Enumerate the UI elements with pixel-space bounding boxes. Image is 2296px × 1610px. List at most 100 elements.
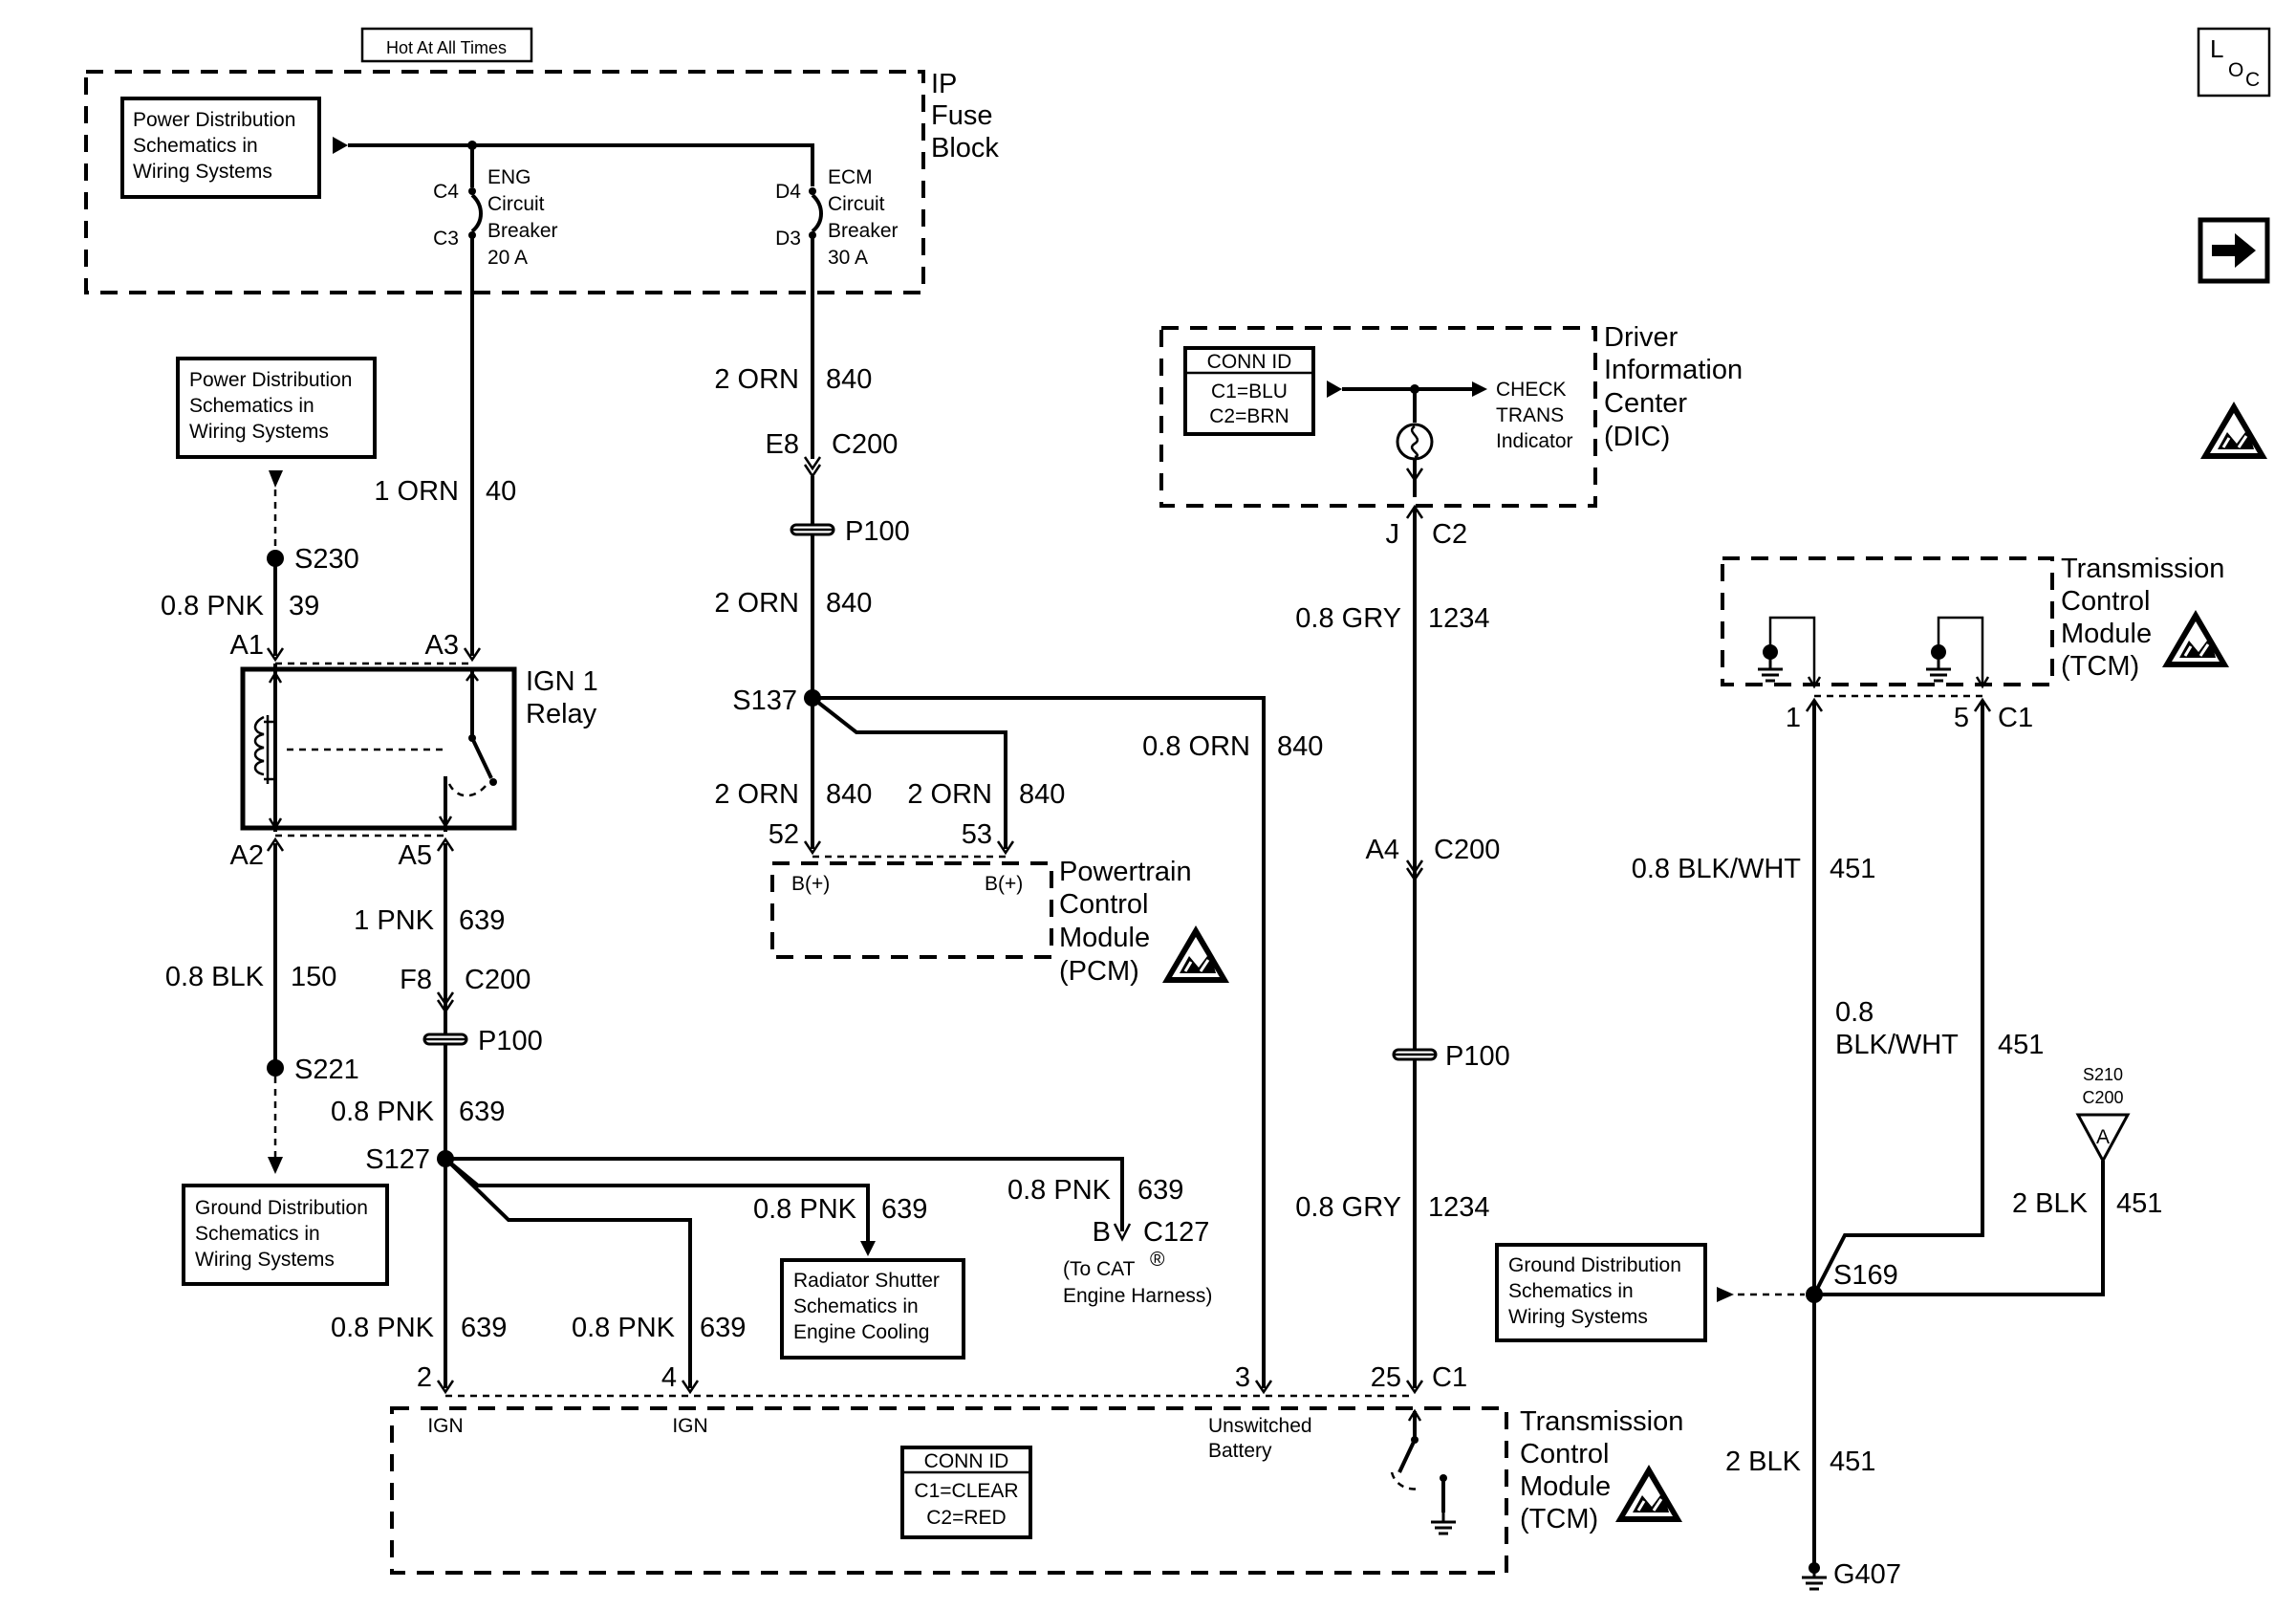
diagram-label: 30 A: [828, 247, 868, 269]
diagram-label: B(+): [985, 873, 1023, 895]
power-distribution-ref-2[interactable]: Power Distribution Schematics in Wiring …: [176, 357, 377, 459]
ground-distribution-ref-1[interactable]: Ground Distribution Schematics in Wiring…: [182, 1184, 389, 1286]
diagram-label: Power Distribution: [133, 109, 295, 131]
connector-c200-e8: E8 C200: [766, 429, 898, 479]
diagram-label: 0.8: [1835, 997, 1874, 1028]
radiator-shutter-ref[interactable]: Radiator Shutter Schematics in Engine Co…: [780, 1258, 965, 1360]
diagram-label: E8: [766, 429, 799, 460]
diagram-label: Schematics in: [793, 1295, 919, 1317]
diagram-label: L: [2210, 34, 2223, 63]
diagram-label: 0.8 BLK/WHT: [1632, 854, 1802, 884]
diagram-label: (PCM): [1059, 956, 1139, 987]
wire-blkwht451-b: [1812, 702, 1984, 1295]
diagram-label: CONN ID: [924, 1450, 1009, 1472]
diagram-label: P100: [478, 1026, 543, 1056]
diagram-label: 4: [661, 1362, 677, 1393]
diagram-label: Power Distribution: [189, 369, 352, 391]
diagram-label: 150: [291, 962, 336, 992]
diagram-label: 1: [1786, 703, 1801, 733]
diagram-label: 840: [826, 779, 872, 810]
diagram-label: Ground Distribution: [195, 1197, 368, 1219]
diagram-label: 1234: [1428, 1192, 1490, 1223]
diagram-label: Wiring Systems: [1508, 1306, 1648, 1328]
check-trans-indicator: CHECK TRANS Indicator: [1396, 379, 1573, 497]
diagram-label: Module: [1520, 1471, 1611, 1502]
tcm-top-connector: 1 5 C1: [1786, 694, 2033, 733]
next-page-icon[interactable]: [2198, 217, 2270, 284]
diagram-label: Circuit: [487, 193, 545, 215]
diagram-label: Schematics in: [133, 135, 258, 157]
wire-pnk639-to-tcm-4: [444, 1157, 692, 1388]
diagram-label: C2=RED: [926, 1507, 1006, 1529]
diagram-label: Powertrain: [1059, 857, 1192, 887]
diagram-label: 451: [1998, 1030, 2044, 1060]
diagram-label: C200: [2082, 1088, 2123, 1107]
diagram-label: BLK/WHT: [1835, 1030, 1959, 1060]
loc-icon[interactable]: L O C: [2197, 27, 2271, 98]
diagram-label: Module: [1059, 923, 1150, 953]
esd-warning-icon: [1614, 1463, 1684, 1524]
esd-warning-icon: [2160, 608, 2231, 669]
diagram-label: 1234: [1428, 603, 1490, 634]
diagram-label: Schematics in: [1508, 1280, 1634, 1302]
diagram-label: ECM: [828, 166, 873, 188]
tcm-conn-id: CONN ID C1=CLEAR C2=RED: [900, 1446, 1032, 1539]
diagram-label: 1 PNK: [354, 905, 434, 936]
diagram-label: A: [2096, 1126, 2110, 1148]
diagram-label: 2: [417, 1362, 432, 1393]
diagram-label: (DIC): [1604, 422, 1670, 452]
diagram-label: S169: [1833, 1260, 1898, 1291]
feed-bus: [348, 143, 814, 186]
diagram-label: 0.8 ORN: [1142, 731, 1250, 762]
diagram-label: 2 ORN: [714, 779, 799, 810]
diagram-label: 5: [1954, 703, 1969, 733]
diagram-label: Driver: [1604, 322, 1679, 353]
connector-p100-c: P100: [1392, 1041, 1510, 1072]
diagram-label: B(+): [791, 873, 830, 895]
diagram-label: Breaker: [828, 220, 899, 242]
splice-s210: S210 C200 A: [2075, 1065, 2131, 1164]
esd-warning-icon: [2199, 400, 2269, 461]
diagram-label: Wiring Systems: [195, 1249, 335, 1271]
ground-g407-label: G407: [1833, 1559, 1901, 1590]
diagram-label: 0.8 PNK: [331, 1313, 435, 1343]
diagram-label: CHECK: [1496, 379, 1567, 401]
diagram-label: TRANS: [1496, 404, 1564, 426]
diagram-label: A2: [230, 840, 264, 871]
diagram-label: Control: [1059, 889, 1149, 920]
diagram-label: C2=BRN: [1209, 405, 1289, 427]
eng-circuit-breaker: C4 C3 ENG Circuit Breaker 20 A: [433, 145, 558, 269]
power-distribution-ref-1[interactable]: Power Distribution Schematics in Wiring …: [120, 97, 321, 199]
diagram-label: Fuse: [931, 100, 992, 131]
wire-orn840-to-pcm-53: [811, 696, 1007, 849]
diagram-label: 451: [1830, 1447, 1875, 1477]
diagram-label: IGN 1: [526, 666, 598, 697]
diagram-label: 0.8 GRY: [1295, 1192, 1401, 1223]
diagram-label: F8: [400, 965, 432, 995]
tcm-bottom-outline: [390, 1406, 1508, 1575]
diagram-label: C1: [1998, 703, 2033, 733]
diagram-label: 0.8 PNK: [331, 1097, 435, 1127]
ecm-circuit-breaker: D4 D3 ECM Circuit Breaker 30 A: [775, 166, 898, 269]
diagram-label: C3: [433, 228, 459, 250]
diagram-label: Engine Harness): [1063, 1285, 1212, 1307]
diagram-label: Circuit: [828, 193, 885, 215]
diagram-label: (To CAT: [1063, 1258, 1136, 1280]
diagram-label: P100: [845, 516, 910, 547]
diagram-label: S210: [2083, 1065, 2123, 1084]
diagram-label: C200: [832, 429, 898, 460]
ip-fuse-block-outline: [84, 70, 925, 294]
connector-c200-f8: F8 C200: [400, 965, 531, 1014]
arrow-right-icon: [333, 137, 348, 154]
diagram-label: Schematics in: [195, 1223, 320, 1245]
diagram-label: 0.8 PNK: [161, 591, 265, 621]
diagram-label: Engine Cooling: [793, 1321, 929, 1343]
diagram-label: 639: [1137, 1175, 1183, 1206]
tcm-bottom-title: Transmission Control Module (TCM): [1520, 1406, 1683, 1534]
diagram-label: Center: [1604, 388, 1687, 419]
tcm-top-outline: [1721, 556, 2054, 686]
diagram-label: A4: [1366, 835, 1399, 865]
ground-distribution-ref-2[interactable]: Ground Distribution Schematics in Wiring…: [1495, 1243, 1707, 1342]
hot-at-all-times-label: Hot At All Times: [360, 27, 533, 63]
